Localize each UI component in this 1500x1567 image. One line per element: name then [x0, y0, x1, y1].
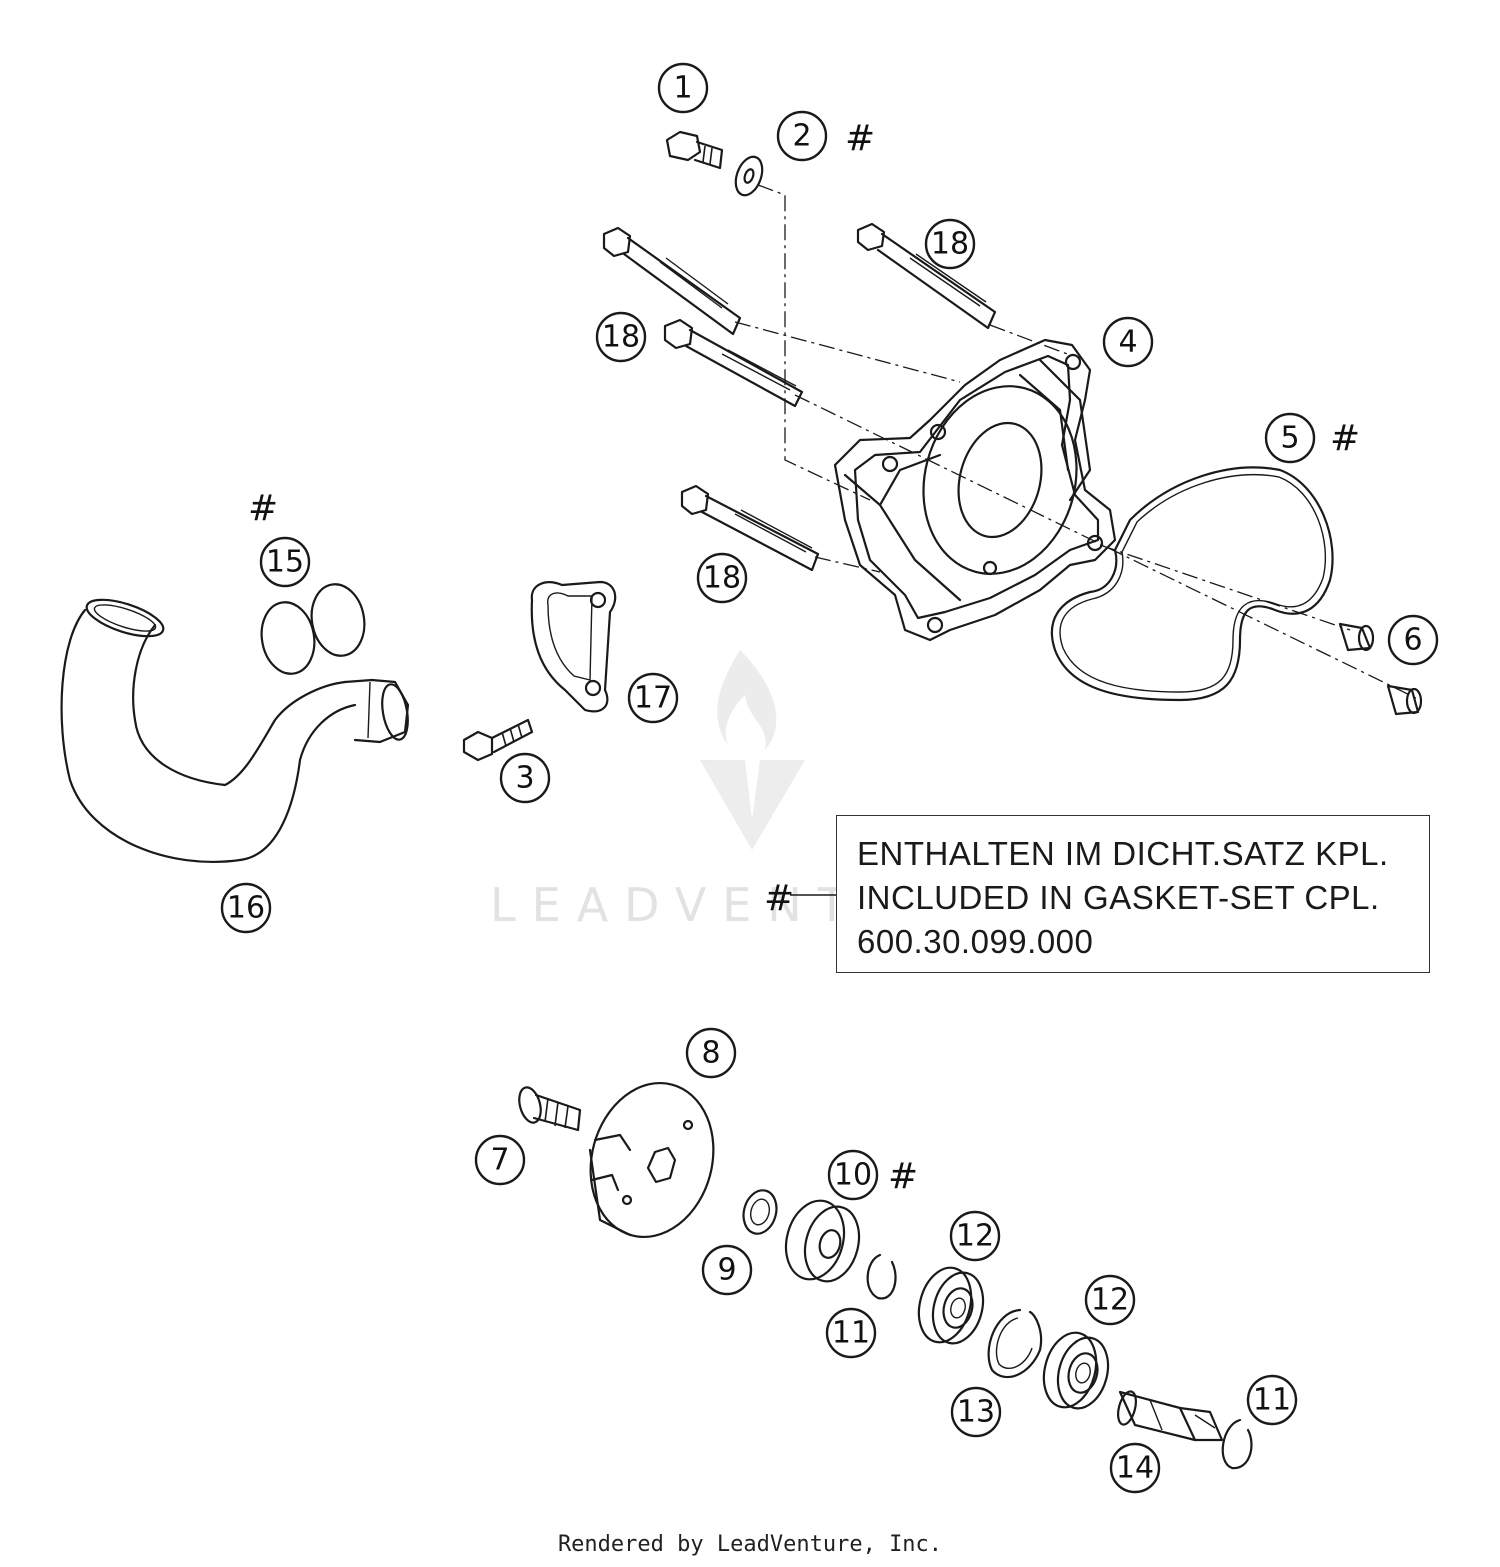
svg-text:15: 15 — [266, 545, 304, 580]
callout-3: 3 — [499, 752, 551, 804]
gasket-set-note: ENTHALTEN IM DICHT.SATZ KPL. INCLUDED IN… — [836, 815, 1430, 973]
part-9-seal-ring — [742, 1189, 778, 1235]
svg-text:6: 6 — [1403, 623, 1422, 658]
part-18-bolts — [602, 222, 997, 572]
callout-12-a: 12 — [949, 1210, 1001, 1262]
note-part-number: 600.30.099.000 — [857, 923, 1094, 960]
svg-text:18: 18 — [703, 561, 741, 596]
callout-17: 17 — [627, 672, 679, 724]
svg-text:9: 9 — [717, 1253, 736, 1288]
callout-8: 8 — [685, 1027, 737, 1079]
svg-text:12: 12 — [1091, 1283, 1129, 1318]
hash-mark-part-10: # — [888, 1156, 918, 1197]
bolt-lower — [680, 484, 820, 572]
render-credit: Rendered by LeadVenture, Inc. — [557, 1532, 943, 1557]
svg-text:18: 18 — [602, 320, 640, 355]
part-17-gasket — [530, 580, 617, 713]
part-11-circlips — [866, 1253, 1253, 1470]
hash-mark-part-5: # — [1330, 418, 1360, 459]
callout-18-a: 18 — [924, 218, 976, 270]
callout-1: 1 — [657, 62, 709, 114]
hash-mark-note: # — [764, 878, 794, 919]
svg-text:14: 14 — [1116, 1451, 1154, 1486]
callout-6: 6 — [1387, 614, 1439, 666]
part-2-washer — [734, 155, 764, 197]
svg-text:3: 3 — [515, 761, 534, 796]
part-1-flange-bolt — [665, 130, 724, 170]
bolt-long-middle — [663, 318, 804, 408]
part-6-dowel-pins — [1338, 622, 1423, 716]
svg-text:10: 10 — [834, 1158, 872, 1193]
part-12-bearings — [917, 1266, 1110, 1410]
svg-text:8: 8 — [701, 1036, 720, 1071]
callout-5: 5 — [1264, 412, 1316, 464]
part-13-snap-ring — [987, 1308, 1043, 1379]
part-16-coolant-elbow — [60, 598, 410, 863]
callout-18-c: 18 — [696, 552, 748, 604]
callout-9: 9 — [701, 1244, 753, 1296]
watermark-logo — [700, 650, 805, 850]
part-5-gasket-ring — [1050, 466, 1334, 702]
svg-text:11: 11 — [1253, 1383, 1291, 1418]
callout-13: 13 — [950, 1386, 1002, 1438]
svg-text:12: 12 — [956, 1219, 994, 1254]
part-3-screw — [462, 718, 534, 762]
callout-7: 7 — [474, 1134, 526, 1186]
part-15-o-rings — [260, 583, 366, 675]
callout-14: 14 — [1109, 1442, 1161, 1494]
svg-text:18: 18 — [931, 227, 969, 262]
part-14-shaft — [1117, 1390, 1224, 1442]
note-line-german: ENTHALTEN IM DICHT.SATZ KPL. — [857, 835, 1389, 872]
svg-text:13: 13 — [957, 1395, 995, 1430]
svg-text:11: 11 — [832, 1316, 870, 1351]
part-7-impeller-screw — [518, 1086, 582, 1132]
bolt-short-upper — [856, 222, 997, 330]
svg-text:7: 7 — [490, 1143, 509, 1178]
callout-11-a: 11 — [825, 1307, 877, 1359]
part-8-impeller — [588, 1081, 715, 1239]
callout-4: 4 — [1102, 316, 1154, 368]
svg-text:1: 1 — [673, 71, 692, 106]
bolt-long-upper — [602, 226, 742, 336]
assembly-lines — [734, 184, 1421, 701]
part-10-shaft-seal — [784, 1199, 861, 1283]
callout-15: 15 — [259, 536, 311, 588]
callout-12-b: 12 — [1084, 1274, 1136, 1326]
svg-text:16: 16 — [227, 891, 265, 926]
note-line-english: INCLUDED IN GASKET-SET CPL. — [857, 879, 1380, 916]
hash-mark-part-2: # — [845, 118, 875, 159]
callout-2: 2 — [776, 110, 828, 162]
part-4-pump-cover — [833, 338, 1117, 642]
callout-11-b: 11 — [1246, 1374, 1298, 1426]
svg-text:2: 2 — [792, 119, 811, 154]
callout-16: 16 — [220, 882, 272, 934]
svg-text:17: 17 — [634, 681, 672, 716]
hash-mark-part-15: # — [248, 488, 278, 529]
svg-text:5: 5 — [1280, 421, 1299, 456]
callout-10: 10 — [827, 1149, 879, 1201]
svg-text:4: 4 — [1118, 325, 1137, 360]
callout-18-b: 18 — [595, 311, 647, 363]
